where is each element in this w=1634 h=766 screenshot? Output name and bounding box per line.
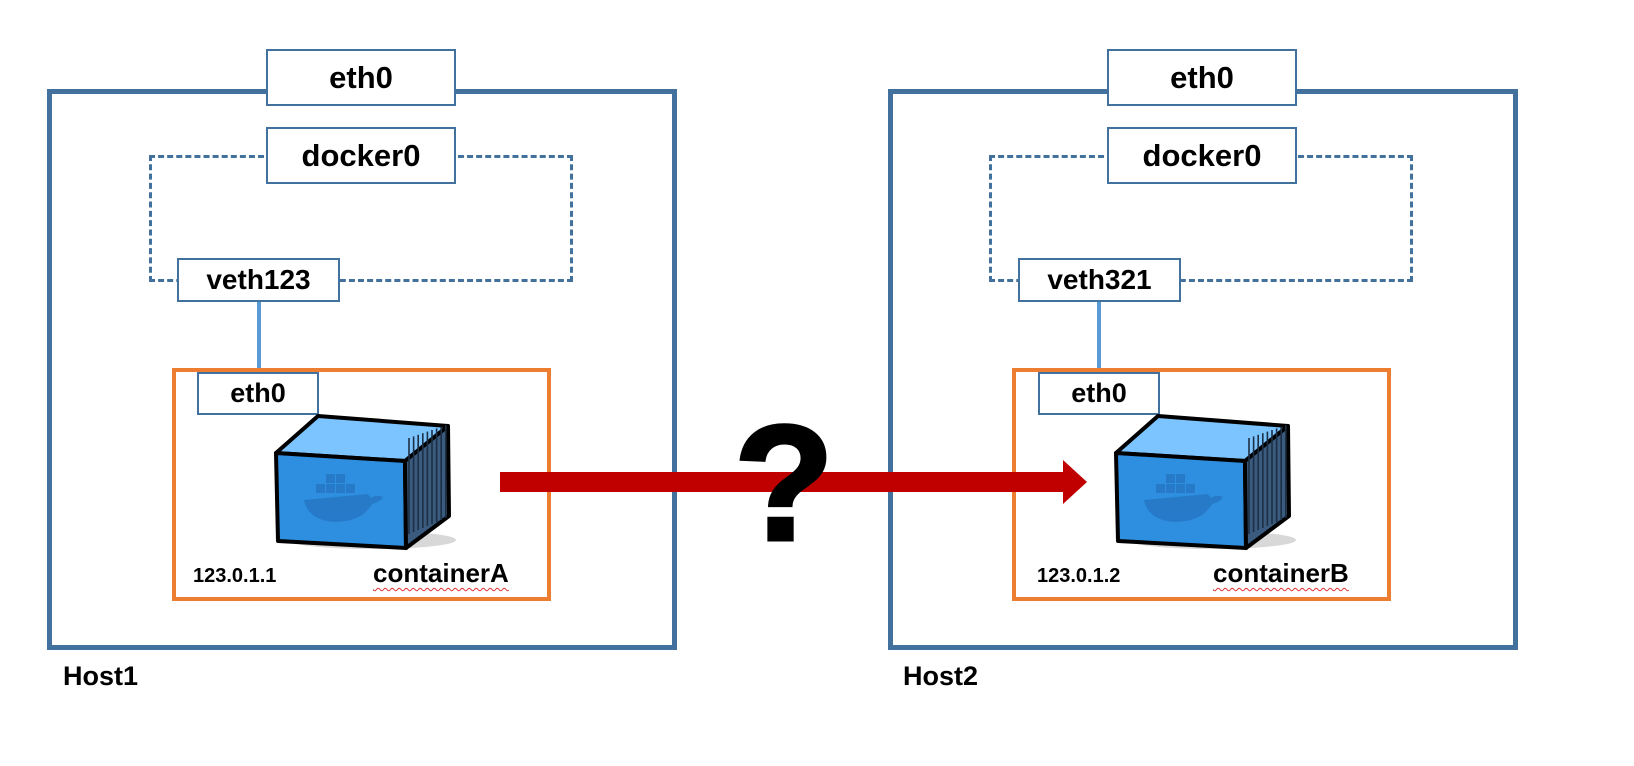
host2-label: Host2 xyxy=(903,661,979,691)
host1-label: Host1 xyxy=(63,661,139,691)
host1-docker0: docker0 xyxy=(266,127,456,184)
containerB-name: containerB xyxy=(1213,558,1349,588)
containerB-eth0: eth0 xyxy=(1038,372,1160,415)
containerA-eth0: eth0 xyxy=(197,372,319,415)
host1-veth: veth123 xyxy=(177,258,340,302)
host1-veth-link xyxy=(257,302,261,371)
containerA-ip: 123.0.1.1 xyxy=(193,565,277,587)
host2-veth: veth321 xyxy=(1018,258,1181,302)
docker-whale-icon xyxy=(1144,474,1223,522)
docker-whale-icon xyxy=(304,474,383,522)
containerB-ip: 123.0.1.2 xyxy=(1037,565,1121,587)
host2-eth0: eth0 xyxy=(1107,49,1297,106)
containerA-name: containerA xyxy=(373,558,509,588)
shipping-container-icon xyxy=(262,408,462,558)
question-mark-icon: ? xyxy=(734,391,835,575)
host1-eth0: eth0 xyxy=(266,49,456,106)
host2-veth-link xyxy=(1097,302,1101,371)
host2-docker0: docker0 xyxy=(1107,127,1297,184)
shipping-container-icon xyxy=(1102,408,1302,558)
